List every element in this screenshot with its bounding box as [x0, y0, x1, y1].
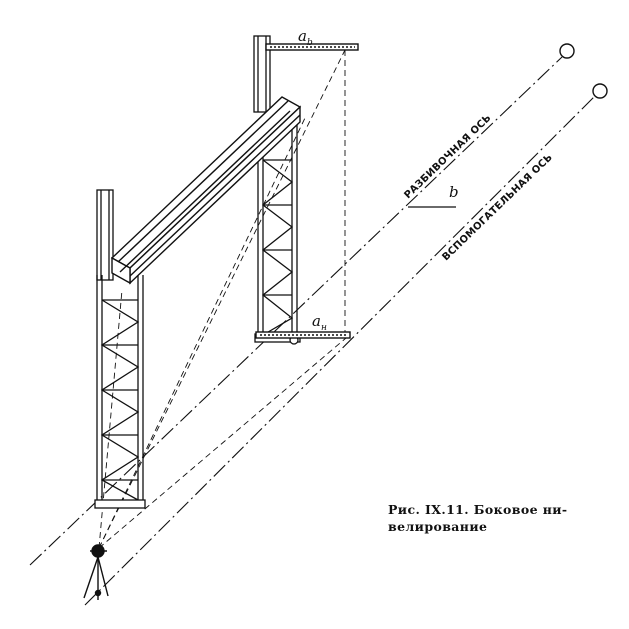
lower-leveling-rod — [255, 331, 351, 339]
crane-beam — [110, 96, 302, 285]
upper-leveling-rod — [265, 43, 359, 51]
auxiliary-axis-end-marker — [592, 83, 608, 99]
figure-caption: Рис. IX.11. Боковое ни- велирование — [388, 501, 598, 535]
stakeout-axis-line — [29, 56, 563, 566]
auxiliary-axis-label: ВСПОМОГАТЕЛЬНАЯ ОСЬ — [440, 152, 554, 263]
right-column — [253, 35, 301, 345]
label-a-upper: ab — [298, 27, 313, 48]
stakeout-axis-end-marker — [559, 43, 575, 59]
auxiliary-axis-line — [84, 95, 596, 606]
level-instrument-icon — [83, 544, 109, 600]
label-b-offset: b — [449, 183, 459, 201]
left-column — [94, 189, 146, 509]
caption-line-1: Рис. IX.11. Боковое ни- — [388, 502, 568, 517]
caption-line-2: велирование — [388, 519, 488, 534]
label-a-lower: aн — [312, 312, 327, 333]
